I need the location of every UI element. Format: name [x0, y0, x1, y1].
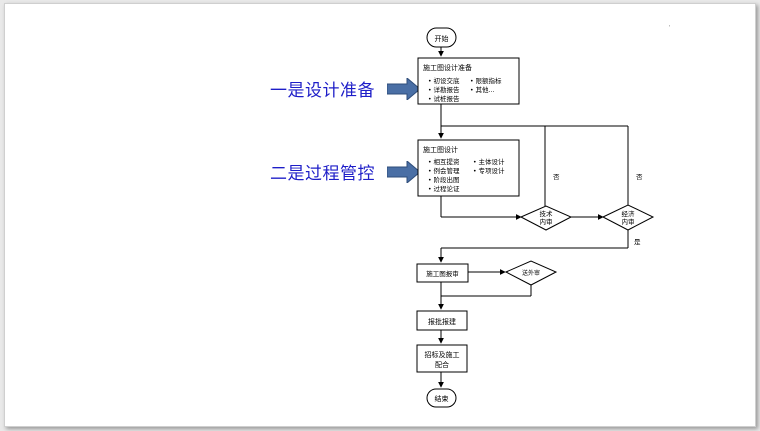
design-item: • 主体设计	[473, 157, 505, 166]
tech-review-label: 技术	[540, 209, 554, 218]
econ-review-label: 经济	[622, 209, 636, 218]
bidding-label: 配合	[435, 360, 449, 369]
right-arrow-icon	[387, 77, 421, 100]
prep-item: • 试桩报告	[428, 94, 460, 103]
send-review-diamond	[504, 260, 558, 286]
drawing-review-label: 施工图报审	[426, 269, 459, 278]
design-item: • 过程论证	[428, 184, 460, 193]
prep-item: • 其他...	[470, 85, 495, 94]
bidding-label: 招标及施工	[425, 350, 460, 359]
no-label-tech: 否	[553, 173, 560, 181]
design-title: 施工图设计	[423, 145, 458, 154]
design-item: • 例会管理	[428, 166, 460, 175]
design-item: • 相互提资	[428, 157, 460, 166]
end-label: 结束	[435, 394, 449, 403]
econ-review-label: 内审	[622, 217, 635, 226]
corner-mark: '	[669, 25, 670, 31]
design-item: • 阶段出图	[428, 175, 459, 184]
end-node	[426, 388, 457, 408]
start-node	[426, 27, 457, 48]
yes-label: 是	[634, 238, 641, 246]
label-design-prep: 一是设计准备	[270, 81, 375, 101]
approval-box	[416, 310, 468, 331]
prep-title: 施工图设计准备	[423, 63, 472, 72]
tech-review-diamond	[519, 205, 573, 231]
prep-box	[417, 57, 520, 105]
slide: 一是设计准备 二是过程管控	[4, 3, 756, 427]
label-process-control: 二是过程管控	[270, 164, 375, 184]
send-review-label: 送外审	[522, 269, 540, 277]
right-arrow-icon	[387, 160, 421, 183]
drawing-review-box	[416, 263, 469, 283]
approval-label: 报批报建	[428, 317, 456, 326]
design-box	[417, 139, 520, 197]
prep-item: • 详勘报告	[428, 85, 460, 94]
econ-review-diamond	[601, 204, 655, 231]
no-label-econ: 否	[636, 173, 643, 181]
design-item: • 专项设计	[473, 166, 505, 175]
tech-review-label: 内审	[540, 217, 553, 226]
prep-item: • 初设交底	[428, 76, 460, 85]
start-label: 开始	[435, 34, 449, 43]
flowchart: 开始 施工图设计准备 • 初设交底 • 详勘报告 • 试桩报告 • 限额指标 •…	[416, 25, 670, 408]
label-process-control-row: 二是过程管控	[270, 159, 421, 184]
bidding-box	[416, 344, 468, 373]
label-design-prep-row: 一是设计准备	[270, 76, 421, 101]
prep-item: • 限额指标	[470, 76, 502, 85]
